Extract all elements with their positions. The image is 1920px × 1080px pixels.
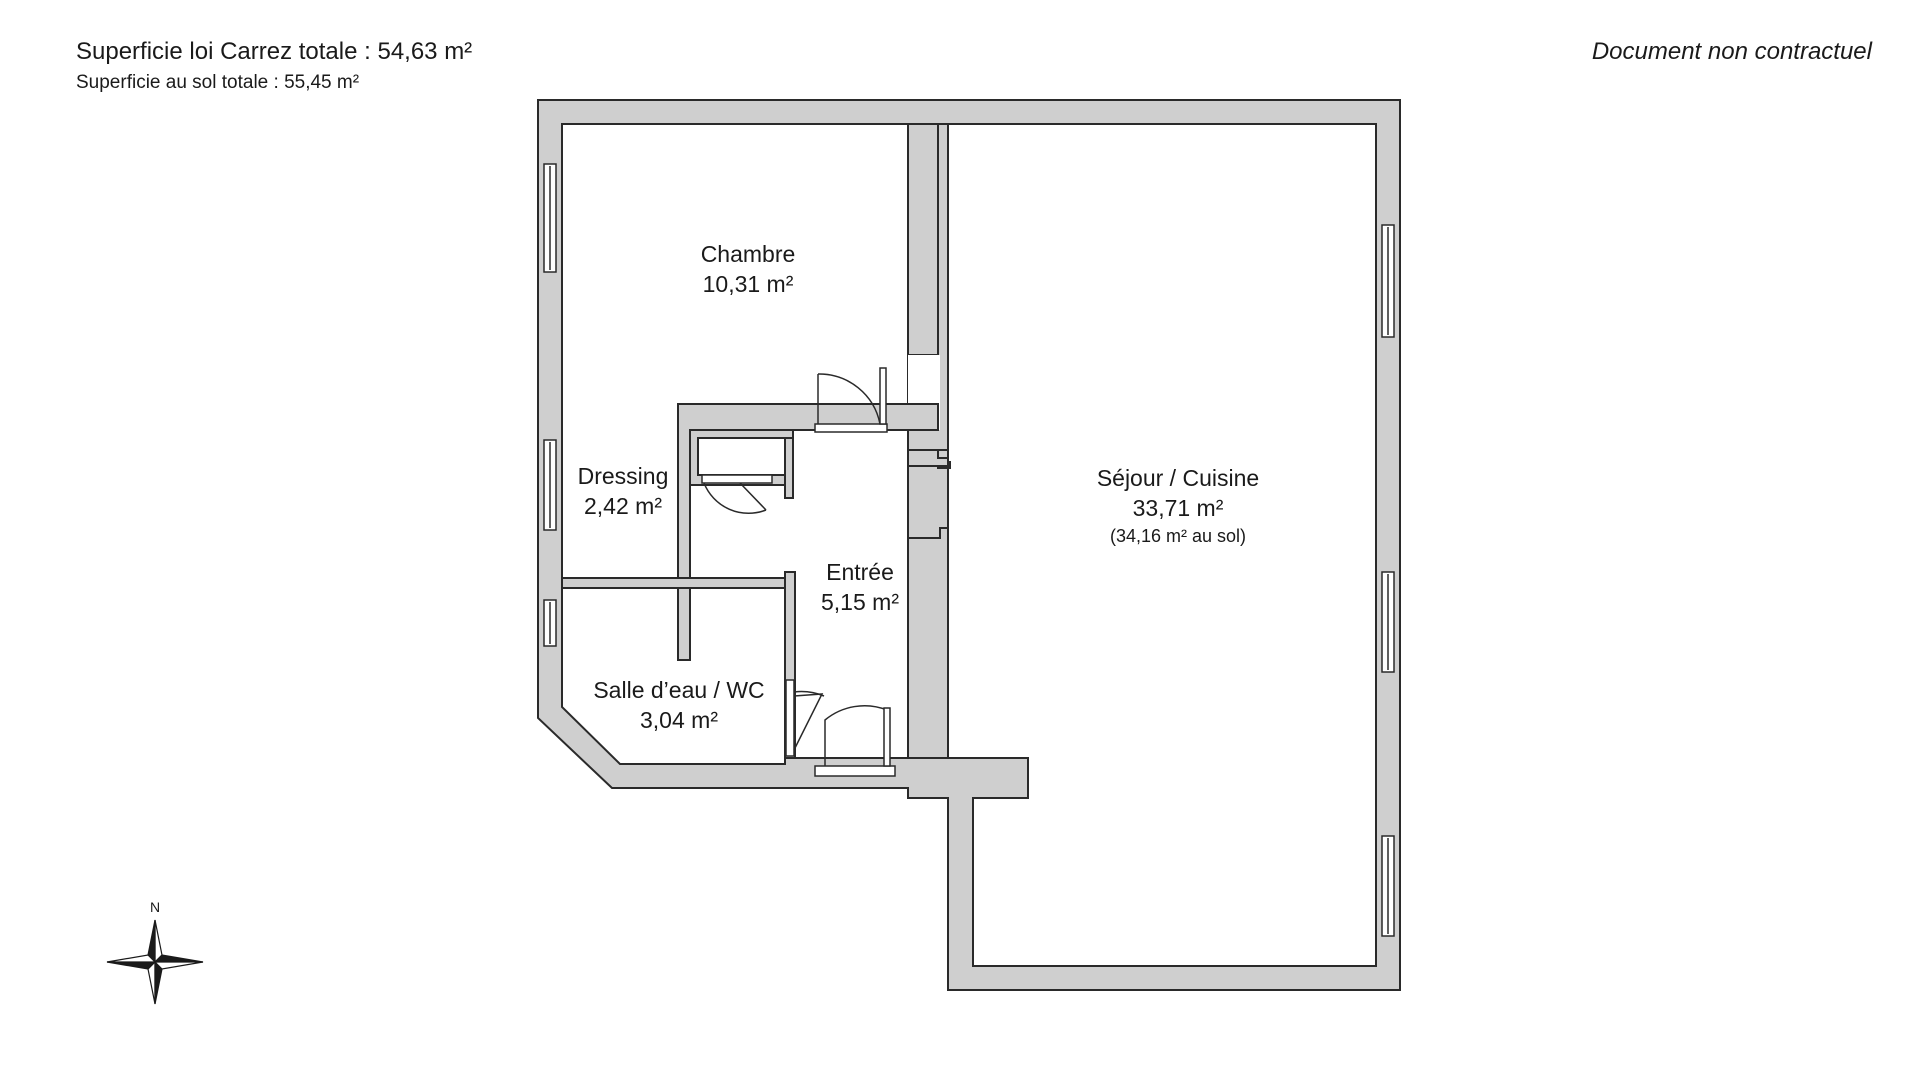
room-label-bath-name: Salle d’eau / WC <box>593 677 764 703</box>
exterior-walls <box>537 99 1401 991</box>
room-label-bath-area: 3,04 m² <box>640 707 718 733</box>
room-label-entree-name: Entrée <box>826 559 894 585</box>
door-entree <box>814 705 896 777</box>
disclaimer-overlay: Document non contractuel <box>1591 38 1872 65</box>
room-label-chambre-name: Chambre <box>701 241 796 267</box>
wall-entree-right <box>907 527 949 759</box>
total-carrez-area-overlay: Superficie loi Carrez totale : 54,63 m² <box>76 38 473 65</box>
window-sejour-2 <box>1381 571 1395 673</box>
window-chambre <box>543 163 557 273</box>
window-dressing <box>543 439 557 531</box>
doors <box>701 367 896 777</box>
compass-north-label: N <box>150 899 160 915</box>
room-label-sejour-name: Séjour / Cuisine <box>1097 465 1259 491</box>
door-dressing <box>701 474 773 515</box>
window-bath <box>543 599 557 647</box>
room-label-dressing-name: Dressing <box>578 463 669 489</box>
room-label-entree-area: 5,15 m² <box>821 589 899 615</box>
interior-walls <box>561 123 951 759</box>
room-label-chambre-area: 10,31 m² <box>703 271 794 297</box>
total-floor-area-overlay: Superficie au sol totale : 55,45 m² <box>76 72 360 93</box>
window-sejour-1 <box>1381 224 1395 338</box>
room-label-dressing-area: 2,42 m² <box>584 493 662 519</box>
windows <box>543 163 1395 937</box>
door-bath <box>785 679 825 757</box>
door-chambre <box>814 367 888 433</box>
room-label-sejour-area: 33,71 m² <box>1133 495 1224 521</box>
window-sejour-3 <box>1381 835 1395 937</box>
compass-rose: N <box>106 899 204 1005</box>
room-labels: Chambre 10,31 m² Dressing 2,42 m² Entrée… <box>578 241 1260 733</box>
wall-bath-entree <box>784 571 796 759</box>
room-label-sejour-note: (34,16 m² au sol) <box>1110 526 1246 546</box>
wall-dressing-bath <box>561 577 791 589</box>
wall-bath-stub <box>677 587 691 661</box>
wall-closet <box>689 429 794 486</box>
